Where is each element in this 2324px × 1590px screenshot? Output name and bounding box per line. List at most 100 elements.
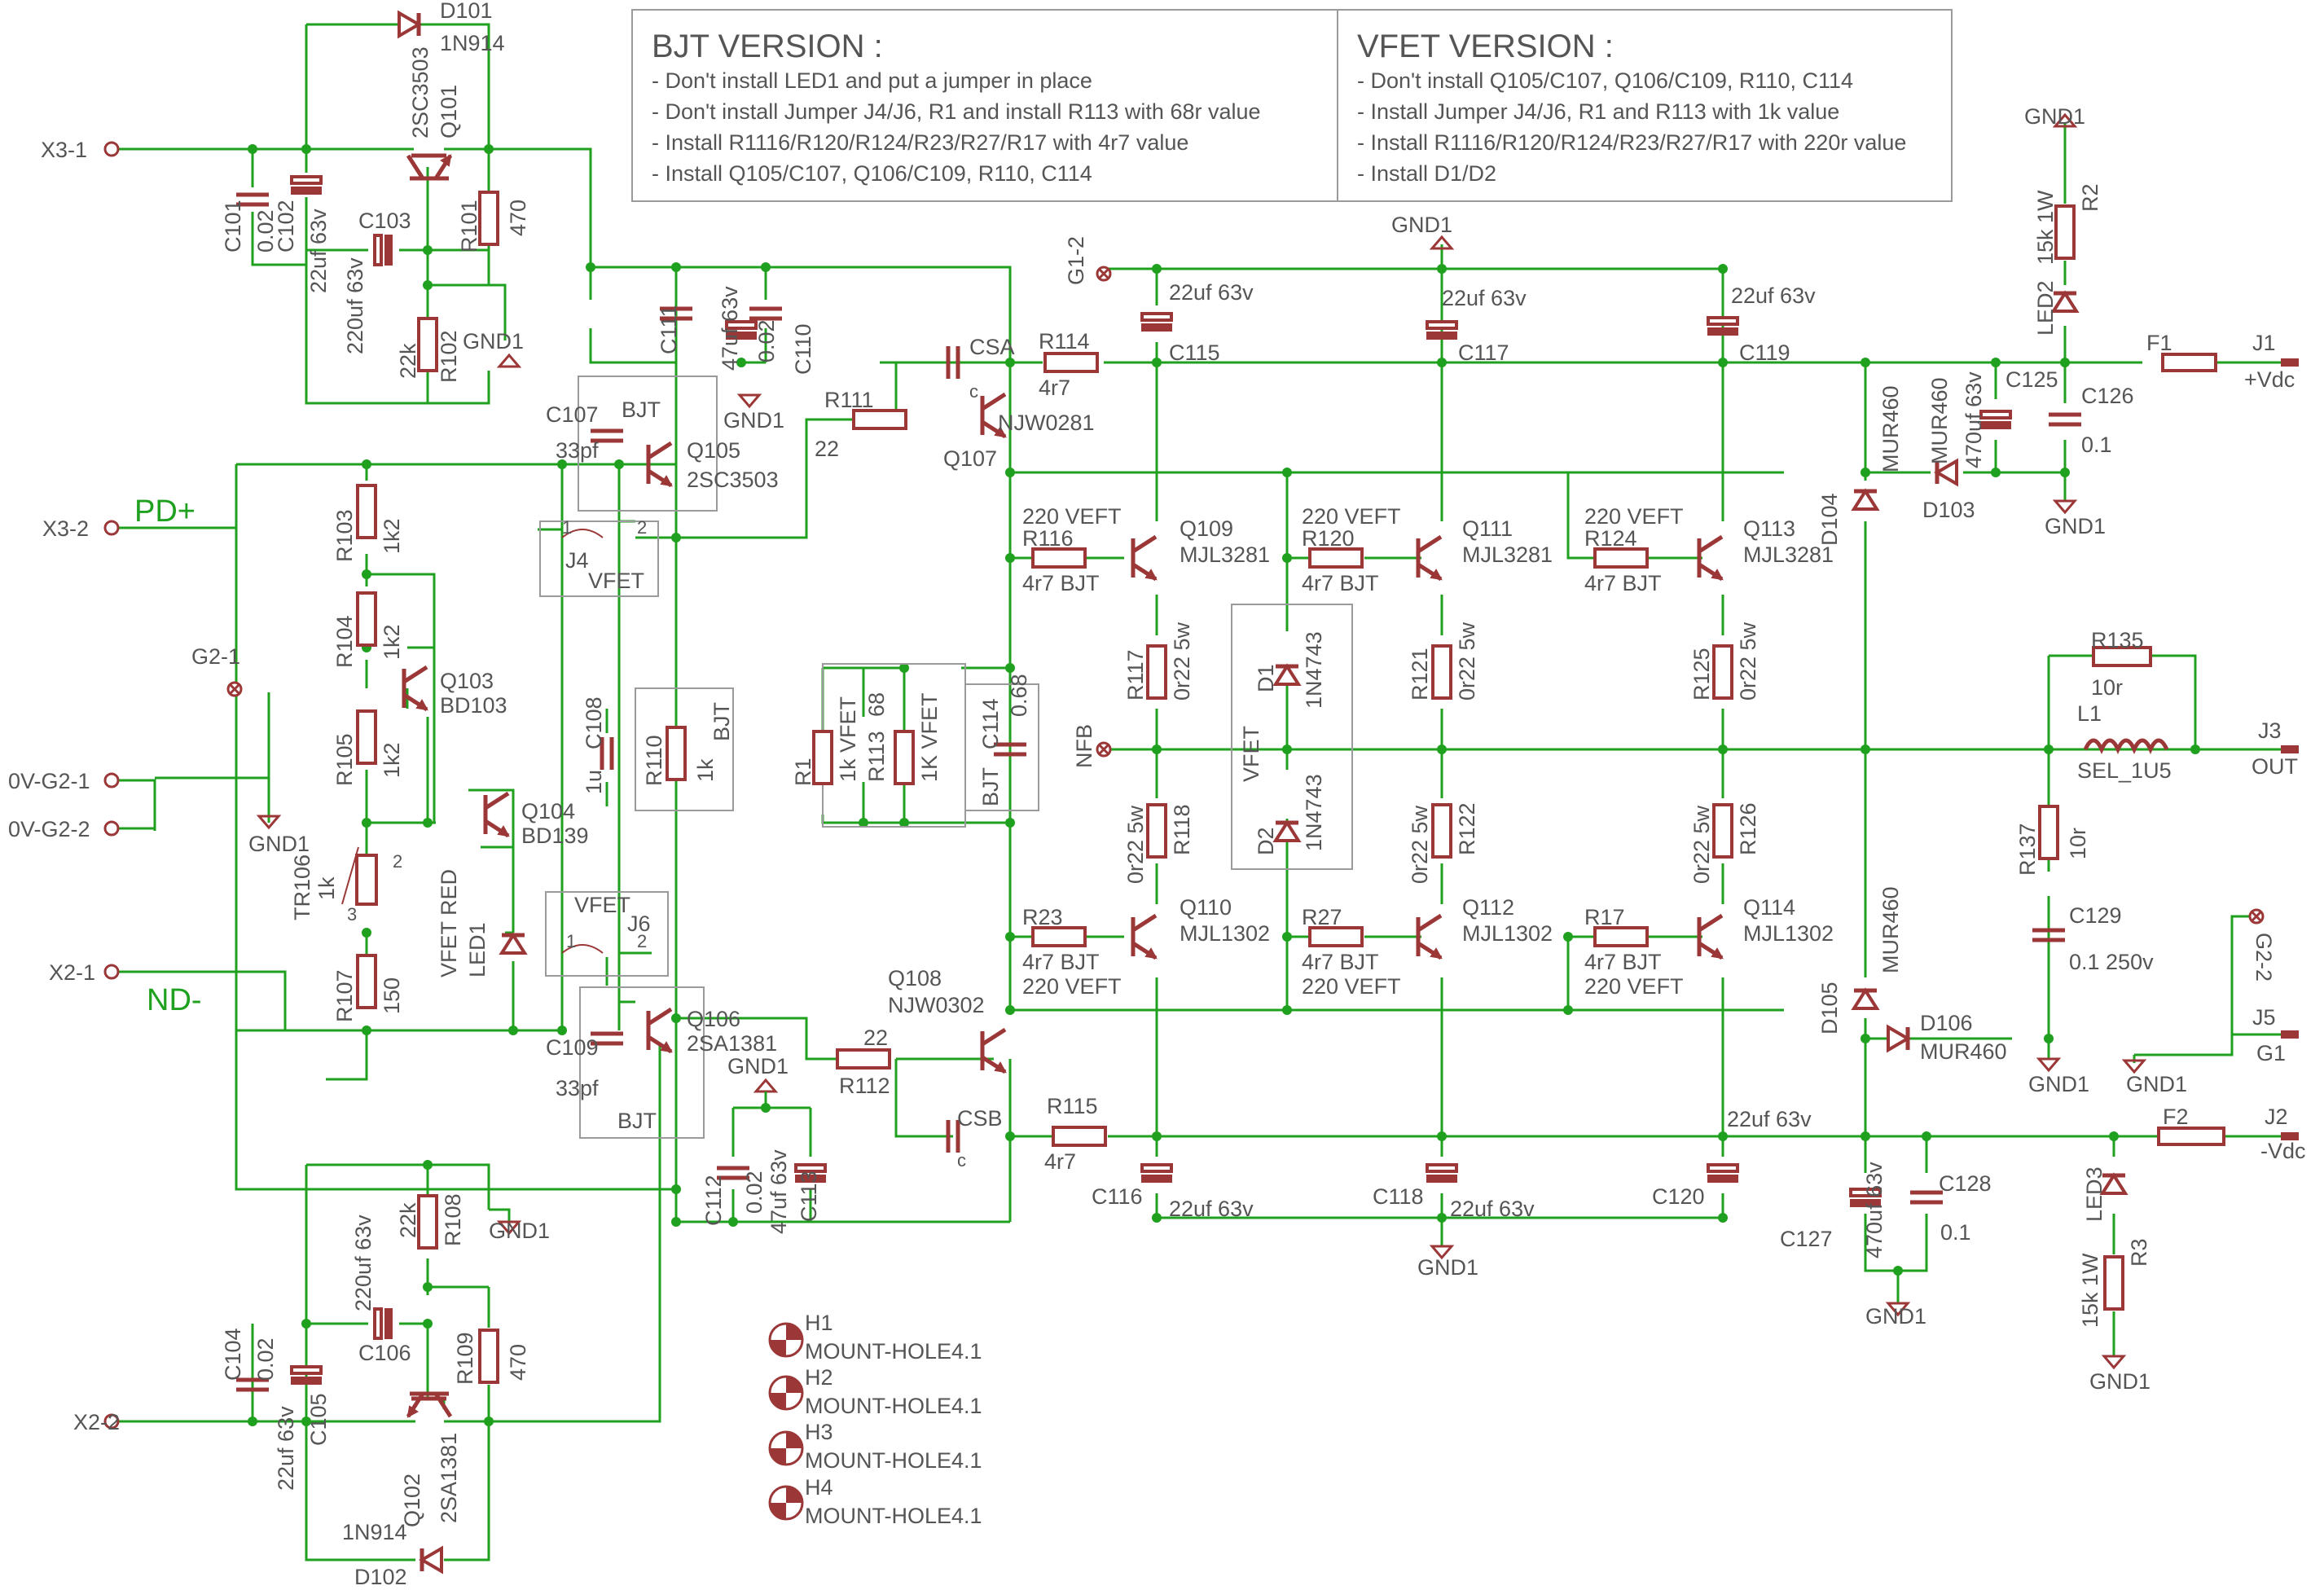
svg-text:4r7 BJT: 4r7 BJT <box>1022 950 1100 974</box>
svg-text:D1: D1 <box>1254 664 1278 692</box>
q108-transistor <box>982 1030 1005 1072</box>
g2-2-label: G2-2 <box>2252 933 2276 982</box>
svg-text:Q106: Q106 <box>687 1007 740 1031</box>
r137-resistor <box>2038 805 2059 860</box>
svg-text:R110: R110 <box>642 735 666 786</box>
svg-text:BD139: BD139 <box>521 824 589 848</box>
svg-text:15k 1W: 15k 1W <box>2033 190 2058 265</box>
svg-text:4r7: 4r7 <box>1039 376 1070 400</box>
bjt-note-1: - Don't install LED1 and put a jumper in… <box>652 68 1092 93</box>
vfet-note-1: - Don't install Q105/C107, Q106/C109, R1… <box>1357 68 1853 93</box>
svg-text:1N4743: 1N4743 <box>1302 631 1326 709</box>
svg-text:0.1: 0.1 <box>1940 1220 1971 1245</box>
gnd-label: GND1 <box>1865 1304 1926 1329</box>
svg-text:2: 2 <box>637 517 647 538</box>
q104-transistor <box>485 793 508 836</box>
svg-text:Q102: Q102 <box>400 1474 424 1527</box>
svg-text:10r: 10r <box>2091 675 2123 700</box>
svg-text:1k2: 1k2 <box>380 742 404 778</box>
svg-text:MUR460: MUR460 <box>1927 377 1952 464</box>
gnd-icon <box>2054 499 2076 514</box>
svg-text:Q113: Q113 <box>1743 516 1795 541</box>
svg-text:22k: 22k <box>396 343 420 379</box>
svg-text:Q101: Q101 <box>437 85 461 138</box>
x3-2-terminal[interactable] <box>103 520 120 536</box>
g1-2-label: G1-2 <box>1064 236 1088 285</box>
svg-text:470: 470 <box>506 1344 530 1381</box>
j1-value: +Vdc <box>2244 367 2295 392</box>
svg-text:470uf 63v: 470uf 63v <box>1862 1162 1887 1258</box>
svg-text:D104: D104 <box>1817 493 1842 546</box>
0v-g2-2-terminal[interactable] <box>103 820 120 837</box>
svg-text:LED3: LED3 <box>2082 1166 2107 1222</box>
svg-text:C116: C116 <box>1092 1184 1143 1209</box>
svg-text:0r22 5w: 0r22 5w <box>1736 622 1760 701</box>
j5-value: G1 <box>2256 1041 2286 1065</box>
svg-text:0r22 5w: 0r22 5w <box>1123 805 1148 884</box>
gnd-label: GND1 <box>2045 514 2106 538</box>
svg-text:D102: D102 <box>354 1565 407 1589</box>
mount-hole-icon <box>768 1322 804 1358</box>
svg-text:2SA1381: 2SA1381 <box>687 1031 777 1056</box>
svg-text:C102: C102 <box>274 200 298 253</box>
svg-text:C114: C114 <box>978 698 1003 749</box>
j3-connector[interactable] <box>2281 745 2299 753</box>
svg-text:C110: C110 <box>791 323 815 375</box>
j1-connector[interactable] <box>2281 358 2299 367</box>
svg-text:H2: H2 <box>805 1365 833 1390</box>
svg-text:C117: C117 <box>1458 340 1509 365</box>
svg-text:1: 1 <box>566 931 576 951</box>
svg-text:C113: C113 <box>797 1171 821 1222</box>
svg-text:D106: D106 <box>1920 1011 1973 1035</box>
svg-text:C109: C109 <box>546 1035 599 1060</box>
j5-connector[interactable] <box>2281 1030 2299 1039</box>
svg-text:VFET: VFET <box>574 893 630 917</box>
svg-text:R109: R109 <box>453 1332 477 1385</box>
j4-jumper[interactable] <box>561 529 604 538</box>
svg-text:1k2: 1k2 <box>380 518 404 554</box>
svg-text:0.1 250v: 0.1 250v <box>2069 950 2154 974</box>
tr106-trimmer[interactable] <box>355 854 378 906</box>
svg-text:H3: H3 <box>805 1420 833 1444</box>
r1-resistor <box>812 730 833 785</box>
svg-text:MOUNT-HOLE4.1: MOUNT-HOLE4.1 <box>805 1394 982 1418</box>
svg-text:R23: R23 <box>1022 905 1063 929</box>
svg-text:C127: C127 <box>1780 1227 1833 1251</box>
r120-resistor <box>1308 547 1364 569</box>
svg-text:R113: R113 <box>864 731 889 782</box>
c126-capacitor <box>2049 415 2081 424</box>
junctions <box>248 144 2200 1426</box>
svg-text:4r7 BJT: 4r7 BJT <box>1022 571 1100 595</box>
g1-2-terminal[interactable] <box>1096 266 1112 282</box>
0v-g2-1-terminal[interactable] <box>103 772 120 788</box>
svg-text:22uf 63v: 22uf 63v <box>1727 1107 1812 1131</box>
x2-1-terminal[interactable] <box>103 964 120 980</box>
r121-resistor <box>1431 644 1452 700</box>
svg-text:C125: C125 <box>2005 367 2058 392</box>
svg-text:1N4743: 1N4743 <box>1302 774 1326 851</box>
x3-1-terminal[interactable] <box>103 141 120 157</box>
gnd-label: GND1 <box>1391 213 1452 237</box>
led1-diode <box>502 935 525 953</box>
gnd-label: GND1 <box>2028 1072 2089 1096</box>
nfb-terminal[interactable] <box>1096 741 1112 758</box>
c106-capacitor <box>373 1307 393 1340</box>
svg-text:2: 2 <box>393 851 402 872</box>
g2-2-terminal[interactable] <box>2248 908 2265 925</box>
svg-text:MJL3281: MJL3281 <box>1180 542 1270 567</box>
svg-text:C105: C105 <box>306 1393 331 1446</box>
svg-text:LED1: LED1 <box>465 922 490 977</box>
r103-resistor <box>356 484 377 539</box>
svg-text:0.02: 0.02 <box>253 1337 278 1381</box>
svg-text:1: 1 <box>562 517 572 538</box>
svg-text:R104: R104 <box>332 615 357 668</box>
d2-zener <box>1276 823 1298 841</box>
j6-jumper[interactable] <box>561 944 604 954</box>
svg-text:22uf 63v: 22uf 63v <box>1442 286 1527 310</box>
svg-text:R112: R112 <box>839 1074 890 1098</box>
svg-text:47uf 63v: 47uf 63v <box>767 1149 791 1234</box>
svg-text:470uf 63v: 470uf 63v <box>1962 371 1986 468</box>
svg-text:33pf: 33pf <box>556 438 599 463</box>
g2-1-terminal[interactable] <box>226 681 243 697</box>
q109-transistor <box>1133 537 1156 579</box>
